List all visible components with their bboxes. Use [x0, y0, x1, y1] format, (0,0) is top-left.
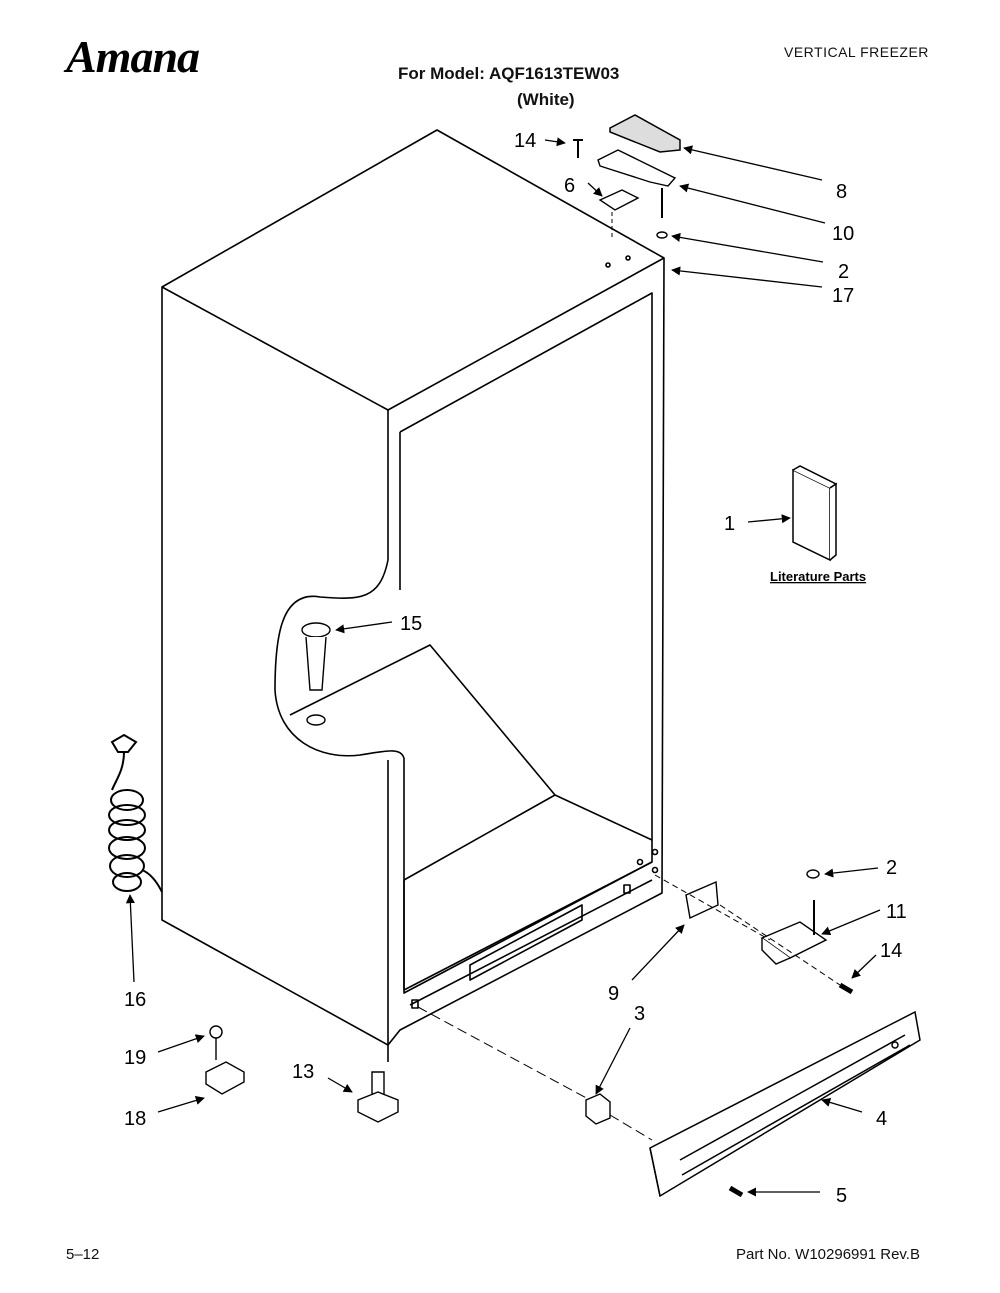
- bottom-panel: [403, 861, 653, 1006]
- cutaway-region: [274, 559, 405, 759]
- callout-5: 5: [836, 1185, 847, 1207]
- top-hinge-shim: [598, 189, 640, 211]
- callout-4: 4: [876, 1108, 887, 1130]
- callout-6: 6: [564, 175, 575, 197]
- callout-1: 1: [724, 513, 735, 535]
- callout-9: 9: [608, 983, 619, 1005]
- grille-clip: [585, 1093, 611, 1125]
- callout-16: 16: [124, 989, 146, 1011]
- callout-11: 11: [886, 901, 907, 923]
- model-title: For Model: AQF1613TEW03: [398, 64, 620, 83]
- roller-bracket: [205, 1061, 245, 1095]
- interior-floor: [289, 644, 653, 990]
- cabinet-top-edge: [161, 257, 665, 411]
- model-color: (White): [517, 90, 575, 109]
- bottom-hinge: [760, 900, 828, 965]
- top-hinge-cover: [609, 114, 681, 153]
- toe-grille: [649, 1010, 921, 1198]
- callout-19: 19: [124, 1047, 146, 1069]
- power-cord: [108, 733, 163, 893]
- callout-15: 15: [400, 613, 422, 635]
- callout-2-top: 2: [838, 261, 849, 283]
- literature-booklet: [792, 465, 838, 562]
- callout-14-top: 14: [514, 130, 536, 152]
- callout-3: 3: [634, 1003, 645, 1025]
- grille-screw: [728, 1185, 744, 1198]
- page-number: 5–12: [66, 1246, 100, 1263]
- part-number: Part No. W10296991 Rev.B: [736, 1246, 920, 1263]
- cabinet-outline: [161, 129, 665, 1046]
- callout-18: 18: [124, 1108, 146, 1130]
- top-screw: [573, 139, 583, 158]
- document-type: VERTICAL FREEZER: [784, 44, 929, 60]
- top-washer: [656, 231, 668, 239]
- bottom-screw: [838, 982, 854, 995]
- drain-tube: [301, 622, 331, 726]
- callout-17: 17: [832, 285, 854, 307]
- literature-parts-label: Literature Parts: [770, 569, 866, 584]
- leveling-leg: [357, 1071, 399, 1123]
- bottom-washer: [806, 869, 820, 879]
- brand-logo: Amana: [66, 31, 200, 82]
- door-opening: [399, 292, 653, 994]
- callout-13: 13: [292, 1061, 314, 1083]
- callout-2-bottom: 2: [886, 857, 897, 879]
- bottom-hinge-plate: [685, 880, 719, 920]
- top-hinge-bracket: [597, 149, 677, 187]
- callout-10: 10: [832, 223, 854, 245]
- callout-8: 8: [836, 181, 847, 203]
- roller-screw: [209, 1025, 223, 1060]
- callout-14-bottom: 14: [880, 940, 902, 962]
